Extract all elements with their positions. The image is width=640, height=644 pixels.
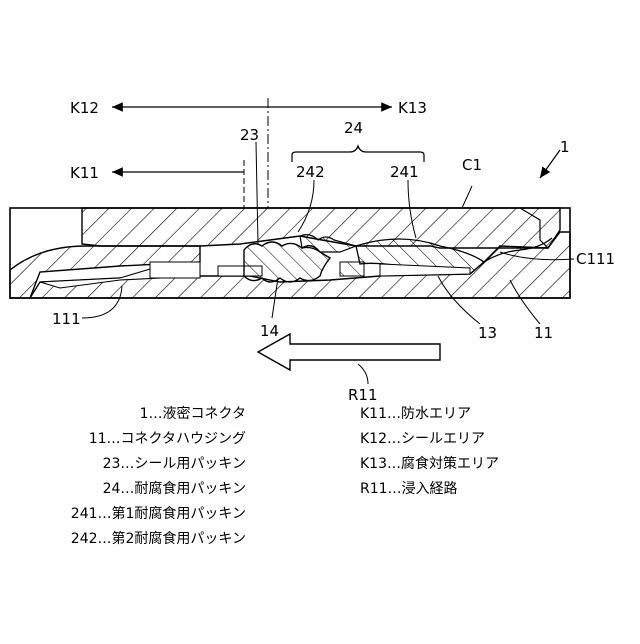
legend-left-item: 242…第2耐腐食用パッキン	[71, 530, 246, 547]
label-241: 241	[390, 163, 419, 181]
label-r11: R11	[348, 386, 378, 404]
label-1: 1	[560, 138, 570, 156]
label-11: 11	[534, 324, 553, 342]
legend-left-item: 23…シール用パッキン	[103, 456, 246, 472]
legend-left: 1…液密コネクタ 11…コネクタハウジング 23…シール用パッキン 24…耐腐食…	[71, 405, 246, 547]
label-242: 242	[296, 163, 325, 181]
leader-c1	[462, 186, 472, 208]
label-14: 14	[260, 322, 279, 340]
label-13: 13	[478, 324, 497, 342]
label-k11: K11	[70, 164, 99, 182]
legend-left-item: 11…コネクタハウジング	[89, 431, 246, 447]
connector-pins	[340, 262, 364, 276]
legend-left-item: 241…第1耐腐食用パッキン	[71, 505, 246, 522]
legend-right-item: K12…シールエリア	[360, 431, 485, 447]
pointer-arrow-1	[540, 150, 560, 178]
legend-left-item: 1…液密コネクタ	[140, 405, 246, 422]
legend-left-item: 24…耐腐食用パッキン	[103, 480, 246, 497]
intrusion-path-arrow	[258, 334, 440, 370]
label-c1: C1	[462, 156, 482, 174]
legend-right-item: K11…防水エリア	[360, 406, 471, 422]
legend-right-item: K13…腐食対策エリア	[360, 455, 499, 472]
terminal-block-left	[150, 262, 200, 278]
label-k13: K13	[398, 99, 427, 117]
label-111: 111	[52, 310, 81, 328]
legend-right-item: R11…浸入経路	[360, 481, 458, 497]
brace-24	[292, 146, 424, 162]
leader-r11	[358, 364, 368, 384]
legend-right: K11…防水エリア K12…シールエリア K13…腐食対策エリア R11…浸入経…	[360, 406, 499, 497]
label-24: 24	[344, 119, 363, 137]
label-c111: C111	[576, 250, 615, 268]
label-k12: K12	[70, 99, 99, 117]
label-23: 23	[240, 126, 259, 144]
